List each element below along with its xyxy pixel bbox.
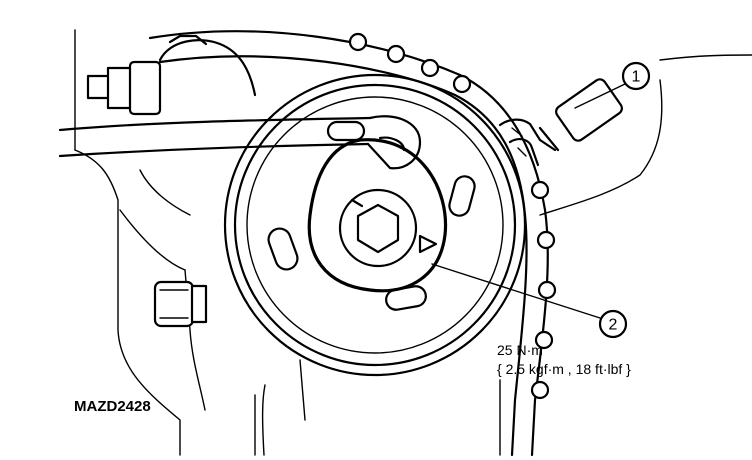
timing-belt: [148, 30, 549, 457]
lower-bolt: [153, 280, 208, 328]
callout-2-label: 2: [609, 317, 618, 334]
callout-1-label: 1: [632, 69, 641, 86]
upper-bolt: [86, 34, 257, 116]
hex-wrench: [58, 115, 422, 170]
eccentric-hub: [307, 138, 448, 293]
engine-housing: [74, 29, 752, 456]
torque-primary: 25 N·m: [497, 342, 543, 358]
callout-1-circle: [621, 61, 651, 91]
callout-1: 1: [574, 61, 651, 109]
torque-secondary: { 2.5 kgf·m , 18 ft·lbf }: [497, 361, 631, 377]
figure-code: MAZD2428: [74, 398, 151, 415]
belt-teeth: [348, 32, 557, 400]
tensioner-spring: [498, 78, 623, 167]
callout-2-circle: [598, 309, 628, 339]
callout-2: 2: [431, 263, 628, 339]
